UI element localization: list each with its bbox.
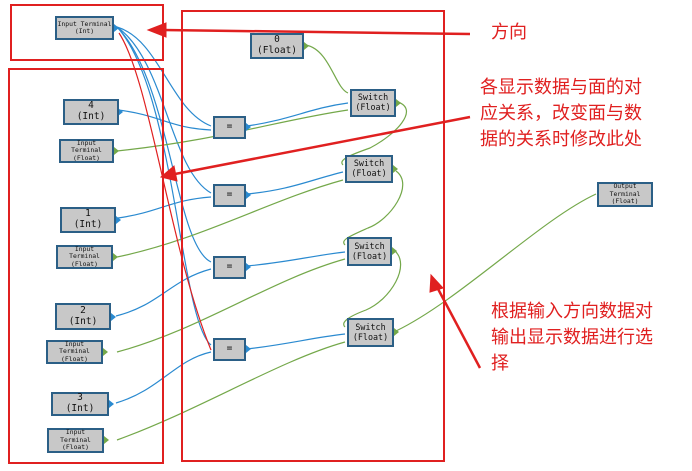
wire-switch-4-to-output (395, 193, 597, 332)
const-2-node[interactable]: 2 (Int) (55, 303, 111, 330)
wire-red-direction (118, 32, 212, 351)
port-switch-3-out (392, 247, 397, 255)
const-0-node[interactable]: 0 (Float) (250, 33, 304, 59)
arrow-mapping-head (159, 165, 178, 182)
port-const-3-out (109, 400, 114, 408)
direction-input-terminal[interactable]: Input Terminal (Int) (55, 16, 114, 40)
wire-eq-4-to-switch-4 (246, 333, 346, 350)
port-eq-1-out (246, 123, 251, 131)
equals-node-2[interactable]: = (213, 184, 246, 207)
input-float-4-terminal[interactable]: Input Terminal (Float) (47, 428, 104, 453)
port-const-2-out (111, 313, 116, 321)
wire-eq-2-to-switch-2 (246, 171, 344, 195)
switch-node-1[interactable]: Switch (Float) (350, 89, 396, 117)
output-terminal[interactable]: Output Terminal (Float) (597, 182, 653, 207)
const-3-node[interactable]: 3 (Int) (51, 392, 109, 416)
arrow-direction (162, 28, 471, 36)
annotation-mapping: 各显示数据与面的对 应关系，改变面与数 据的关系时修改此处 (480, 77, 642, 150)
port-float-1-out (114, 147, 119, 155)
wire-eq-1-to-switch-1 (246, 102, 349, 127)
wire-const-2-to-eq-3 (115, 268, 212, 317)
wire-const-4-to-eq-1 (117, 109, 212, 131)
port-const-0-out (304, 42, 309, 50)
wire-direction-to-eq-3 (116, 26, 212, 263)
wire-direction-to-eq-1 (116, 26, 212, 127)
port-switch-4-out (394, 328, 399, 336)
wire-float-4-to-switch-4 (116, 341, 346, 441)
arrow-direction-head (146, 22, 167, 38)
wire-float-3-to-switch-3 (116, 258, 346, 353)
data-mapping-box (8, 68, 164, 464)
const-4-node[interactable]: 4 (Int) (63, 99, 119, 125)
equals-node-1[interactable]: = (213, 116, 246, 139)
wire-const-1-to-eq-2 (117, 196, 212, 219)
wire-float-2-to-switch-2 (116, 179, 344, 258)
port-switch-1-out (396, 99, 401, 107)
input-float-3-terminal[interactable]: Input Terminal (Float) (46, 340, 103, 364)
annotation-direction: 方向 (491, 22, 527, 43)
wire-direction-to-eq-2 (116, 26, 212, 194)
annotation-select: 根据输入方向数据对 输出显示数据进行选 择 (491, 301, 653, 374)
port-eq-3-out (246, 263, 251, 271)
wire-eq-3-to-switch-3 (246, 251, 346, 267)
input-float-1-terminal[interactable]: Input Terminal (Float) (59, 139, 114, 163)
equals-node-4[interactable]: = (213, 338, 246, 361)
port-const-1-out (116, 216, 121, 224)
port-eq-2-out (246, 191, 251, 199)
port-float-2-out (113, 253, 118, 261)
switch-node-2[interactable]: Switch (Float) (345, 155, 393, 183)
switch-node-4[interactable]: Switch (Float) (347, 318, 394, 347)
wire-const-0-to-switch-1 (305, 44, 349, 94)
wire-const-3-to-eq-4 (115, 351, 212, 404)
switch-node-3[interactable]: Switch (Float) (347, 237, 392, 266)
selection-logic-box (181, 10, 445, 462)
wire-switch-2-to-switch-3 (343, 170, 404, 246)
port-float-3-out (103, 348, 108, 356)
input-float-2-terminal[interactable]: Input Terminal (Float) (56, 245, 113, 269)
wire-switch-3-to-switch-4 (343, 249, 402, 328)
arrow-select-head (429, 273, 444, 293)
port-const-4-out (118, 108, 123, 116)
port-float-4-out (104, 436, 109, 444)
port-switch-2-out (393, 165, 398, 173)
arrow-mapping (174, 115, 471, 176)
port-eq-4-out (246, 345, 251, 353)
equals-node-3[interactable]: = (213, 256, 246, 279)
wire-switch-1-to-switch-2 (341, 101, 407, 166)
const-1-node[interactable]: 1 (Int) (60, 207, 116, 233)
direction-input-box (10, 4, 164, 61)
port-direction-out (114, 24, 119, 32)
